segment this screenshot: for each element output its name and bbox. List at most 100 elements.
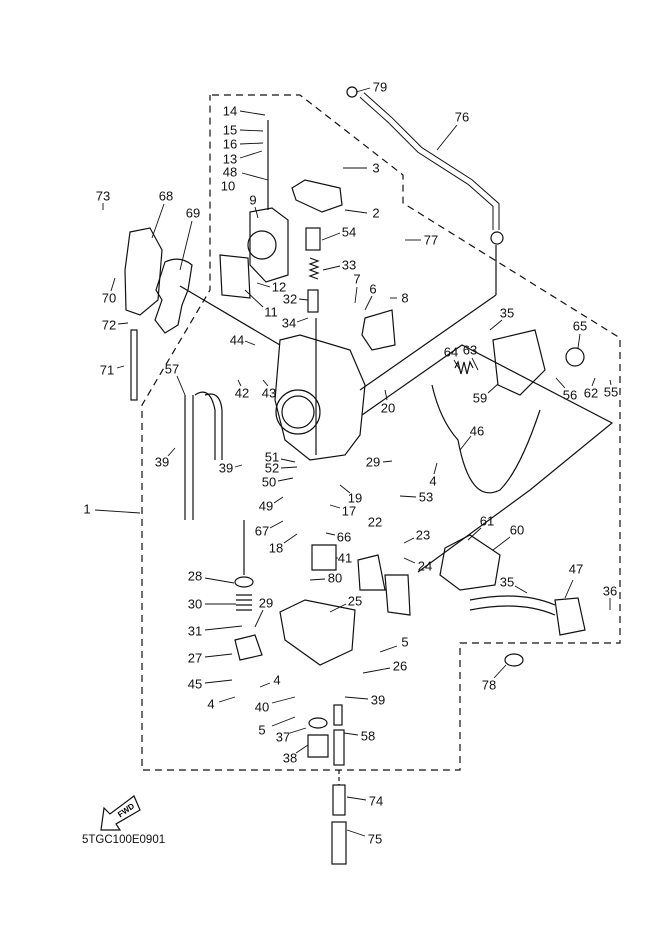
callout-32[interactable]: 32 <box>282 291 298 307</box>
callout-79[interactable]: 79 <box>372 79 388 95</box>
callout-4[interactable]: 4 <box>207 696 215 712</box>
callout-7[interactable]: 7 <box>353 271 361 287</box>
callout-20[interactable]: 20 <box>380 400 396 416</box>
callout-30[interactable]: 30 <box>187 596 203 612</box>
callout-29[interactable]: 29 <box>258 595 274 611</box>
leader-line-29 <box>254 609 264 628</box>
callout-33[interactable]: 33 <box>341 257 357 273</box>
callout-16[interactable]: 16 <box>222 136 238 152</box>
callout-72[interactable]: 72 <box>101 317 117 333</box>
callout-6[interactable]: 6 <box>369 281 377 297</box>
callout-55[interactable]: 55 <box>603 384 619 400</box>
callout-26[interactable]: 26 <box>392 658 408 674</box>
callout-1[interactable]: 1 <box>83 501 91 517</box>
callout-66[interactable]: 66 <box>336 529 352 545</box>
callout-39[interactable]: 39 <box>154 454 170 470</box>
callout-34[interactable]: 34 <box>281 315 297 331</box>
callout-3[interactable]: 3 <box>372 160 380 176</box>
leader-line-6 <box>364 295 373 311</box>
callout-18[interactable]: 18 <box>268 540 284 556</box>
callout-76[interactable]: 76 <box>454 109 470 125</box>
callout-71[interactable]: 71 <box>99 362 115 378</box>
callout-22[interactable]: 22 <box>367 514 383 530</box>
callout-50[interactable]: 50 <box>261 474 277 490</box>
callout-60[interactable]: 60 <box>509 522 525 538</box>
callout-17[interactable]: 17 <box>341 503 357 519</box>
callout-11[interactable]: 11 <box>264 304 278 320</box>
callout-38[interactable]: 38 <box>282 750 298 766</box>
callout-56[interactable]: 56 <box>562 387 578 403</box>
callout-51[interactable]: 51 <box>264 449 280 465</box>
assembly-boundary <box>141 94 621 771</box>
callout-74[interactable]: 74 <box>368 793 384 809</box>
callout-62[interactable]: 62 <box>583 385 599 401</box>
leader-line-39 <box>234 464 243 468</box>
callout-40[interactable]: 40 <box>254 699 270 715</box>
callout-67[interactable]: 67 <box>254 523 270 539</box>
callout-44[interactable]: 44 <box>229 332 245 348</box>
callout-37[interactable]: 37 <box>275 729 291 745</box>
callout-39[interactable]: 39 <box>218 460 234 476</box>
callout-61[interactable]: 61 <box>479 513 495 529</box>
callout-13[interactable]: 13 <box>222 151 238 167</box>
callout-57[interactable]: 57 <box>164 361 180 377</box>
callout-36[interactable]: 36 <box>602 583 618 599</box>
callout-69[interactable]: 69 <box>185 205 201 221</box>
callout-49[interactable]: 49 <box>258 498 274 514</box>
callout-31[interactable]: 31 <box>187 623 203 639</box>
callout-28[interactable]: 28 <box>187 568 203 584</box>
callout-35[interactable]: 35 <box>499 574 515 590</box>
callout-24[interactable]: 24 <box>417 558 433 574</box>
leader-line-35 <box>514 585 528 594</box>
callout-19[interactable]: 19 <box>347 490 363 506</box>
callout-29[interactable]: 29 <box>365 454 381 470</box>
leader-line-80 <box>309 578 326 581</box>
callout-41[interactable]: 41 <box>337 550 353 566</box>
callout-68[interactable]: 68 <box>158 188 174 204</box>
callout-12[interactable]: 12 <box>271 279 287 295</box>
callout-23[interactable]: 23 <box>415 527 431 543</box>
callout-43[interactable]: 43 <box>261 385 277 401</box>
callout-59[interactable]: 59 <box>472 390 488 406</box>
callout-8[interactable]: 8 <box>401 290 409 306</box>
callout-52[interactable]: 52 <box>264 460 280 476</box>
callout-4[interactable]: 4 <box>429 473 437 489</box>
callout-63[interactable]: 63 <box>462 342 478 358</box>
callout-75[interactable]: 75 <box>367 831 383 847</box>
callout-4[interactable]: 4 <box>273 672 281 688</box>
callout-42[interactable]: 42 <box>234 385 250 401</box>
callout-5[interactable]: 5 <box>258 722 266 738</box>
callout-25[interactable]: 25 <box>347 593 363 609</box>
callout-27[interactable]: 27 <box>187 650 203 666</box>
callout-15[interactable]: 15 <box>222 122 238 138</box>
callout-45[interactable]: 45 <box>187 676 203 692</box>
callout-35[interactable]: 35 <box>499 305 515 321</box>
callout-9[interactable]: 9 <box>249 192 257 208</box>
callout-70[interactable]: 70 <box>101 290 117 306</box>
callout-46[interactable]: 46 <box>469 423 485 439</box>
float-bowl-25 <box>279 599 356 666</box>
leader-line-66 <box>325 532 336 536</box>
callout-58[interactable]: 58 <box>360 728 376 744</box>
callout-78[interactable]: 78 <box>481 677 497 693</box>
leader-line-47 <box>564 579 574 599</box>
leader-line-79 <box>355 87 371 93</box>
callout-65[interactable]: 65 <box>572 318 588 334</box>
callout-77[interactable]: 77 <box>423 232 439 248</box>
leader-line-49 <box>273 496 284 504</box>
callout-39[interactable]: 39 <box>370 692 386 708</box>
callout-54[interactable]: 54 <box>341 224 357 240</box>
callout-53[interactable]: 53 <box>418 489 434 505</box>
callout-10[interactable]: 10 <box>220 178 236 194</box>
leader-line-57 <box>176 375 186 396</box>
callout-80[interactable]: 80 <box>327 570 343 586</box>
callout-14[interactable]: 14 <box>222 103 238 119</box>
callout-2[interactable]: 2 <box>372 205 380 221</box>
leader-line-56 <box>555 377 566 389</box>
callout-73[interactable]: 73 <box>95 188 111 204</box>
callout-64[interactable]: 64 <box>443 344 459 360</box>
callout-48[interactable]: 48 <box>222 164 238 180</box>
leader-line-45 <box>204 679 233 684</box>
callout-5[interactable]: 5 <box>401 634 409 650</box>
callout-47[interactable]: 47 <box>568 561 584 577</box>
